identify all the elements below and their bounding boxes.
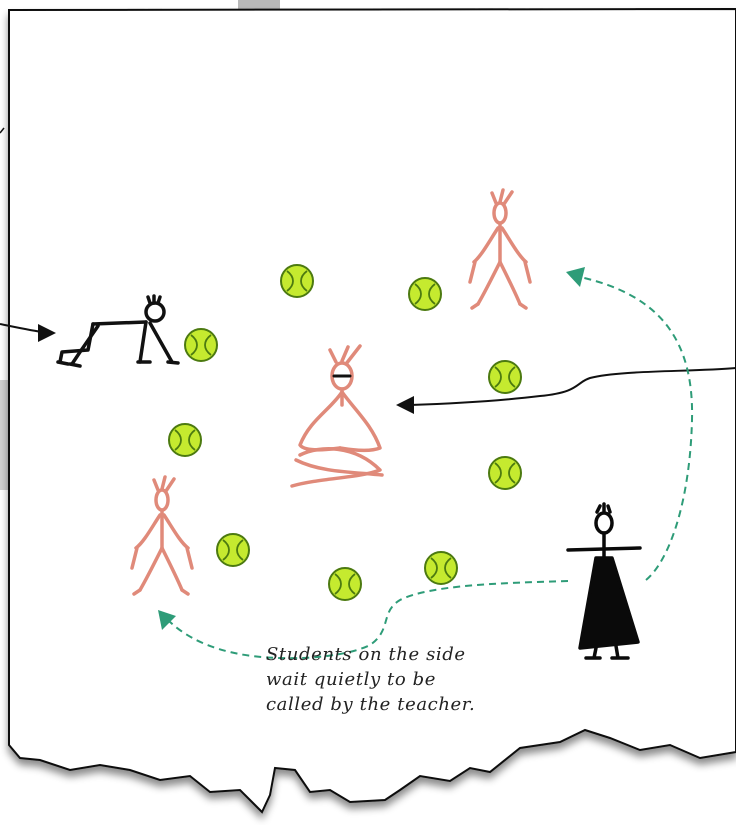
tennis-ball-icon xyxy=(328,567,362,601)
tennis-ball-icon xyxy=(216,533,250,567)
standing-student-icon xyxy=(468,188,532,310)
tennis-ball-icon xyxy=(424,551,458,585)
paper-sheet xyxy=(8,7,736,814)
arrow-to-seated-student-head xyxy=(396,396,414,414)
tennis-ball-icon xyxy=(488,456,522,490)
caption-line-3: called by the teacher. xyxy=(266,694,476,715)
standing-student-icon xyxy=(130,475,194,596)
background-tab-left xyxy=(0,380,10,490)
tennis-ball-icon xyxy=(280,264,314,298)
dashed-path-to-upper-student-head xyxy=(566,267,585,287)
dashed-path-to-lower-student xyxy=(167,580,569,660)
caption-note: Students on the side wait quietly to be … xyxy=(266,642,556,717)
crawling-child-icon xyxy=(56,294,180,368)
tennis-ball-icon xyxy=(408,277,442,311)
teacher-icon xyxy=(566,502,642,660)
edge-tick xyxy=(0,127,5,134)
tennis-ball-icon xyxy=(488,360,522,394)
tennis-ball-icon xyxy=(184,328,218,362)
arrow-to-crawler-head xyxy=(38,324,56,342)
dashed-path-to-upper-student xyxy=(579,276,694,581)
arrow-to-seated-student xyxy=(409,367,736,406)
caption-line-1: Students on the side xyxy=(266,644,466,665)
dashed-path-to-lower-student-head xyxy=(158,610,176,630)
caption-line-2: wait quietly to be xyxy=(266,669,437,690)
tennis-ball-icon xyxy=(168,423,202,457)
cross-legged-student-icon xyxy=(290,344,384,488)
